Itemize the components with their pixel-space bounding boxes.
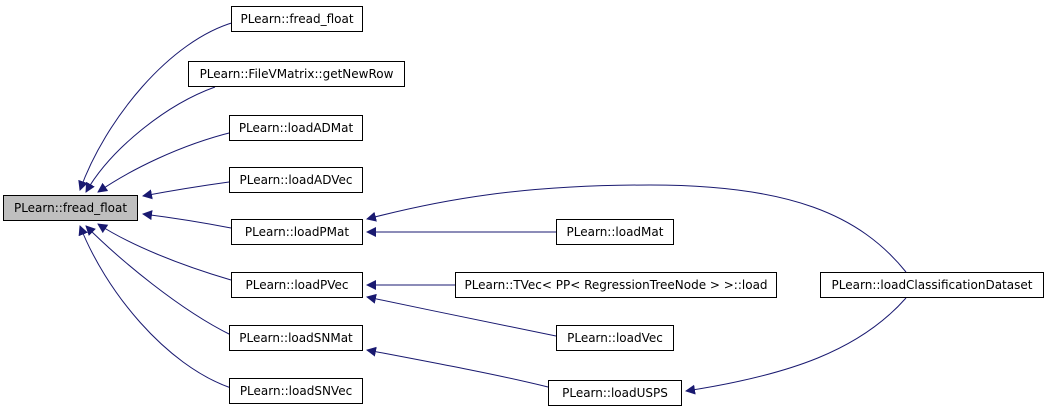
- edge-getNewRow-to-root: [85, 86, 216, 193]
- node-root-fread-float[interactable]: PLearn::fread_float: [3, 195, 138, 221]
- edge-fread_float_2-to-root: [78, 21, 236, 191]
- node-fread-float[interactable]: PLearn::fread_float: [231, 6, 363, 32]
- node-filevmatrix-getnewrow[interactable]: PLearn::FileVMatrix::getNewRow: [188, 61, 405, 87]
- node-loadpvec[interactable]: PLearn::loadPVec: [231, 272, 363, 298]
- edge-loadClassificationDataset-to-loadUSPS: [685, 297, 907, 395]
- edge-loadPMat-to-root: [142, 210, 232, 229]
- node-loadusps[interactable]: PLearn::loadUSPS: [548, 380, 682, 406]
- node-tvec-regressiontreenode-load[interactable]: PLearn::TVec< PP< RegressionTreeNode > >…: [455, 272, 777, 298]
- edge-loadPVec-to-root: [97, 223, 232, 281]
- node-loadadvec[interactable]: PLearn::loadADVec: [229, 167, 363, 193]
- node-loadpmat[interactable]: PLearn::loadPMat: [231, 219, 363, 245]
- edge-loadSNMat-to-root: [85, 225, 232, 336]
- edge-loadSNVec-to-root: [78, 225, 232, 389]
- node-loadclassificationdataset[interactable]: PLearn::loadClassificationDataset: [820, 272, 1044, 298]
- edge-loadADMat-to-root: [97, 131, 234, 193]
- edge-loadADVec-to-root: [142, 181, 230, 200]
- node-loadsnmat[interactable]: PLearn::loadSNMat: [229, 325, 363, 351]
- node-loadvec[interactable]: PLearn::loadVec: [556, 325, 674, 351]
- edge-loadUSPS-to-loadSNMat: [366, 346, 549, 388]
- edge-loadVec-to-loadPVec: [366, 293, 557, 337]
- node-loadsnvec[interactable]: PLearn::loadSNVec: [229, 378, 363, 404]
- node-loadmat[interactable]: PLearn::loadMat: [556, 219, 674, 245]
- node-loadadmat[interactable]: PLearn::loadADMat: [229, 115, 363, 141]
- edge-loadClassificationDataset-to-loadPMat: [366, 184, 907, 273]
